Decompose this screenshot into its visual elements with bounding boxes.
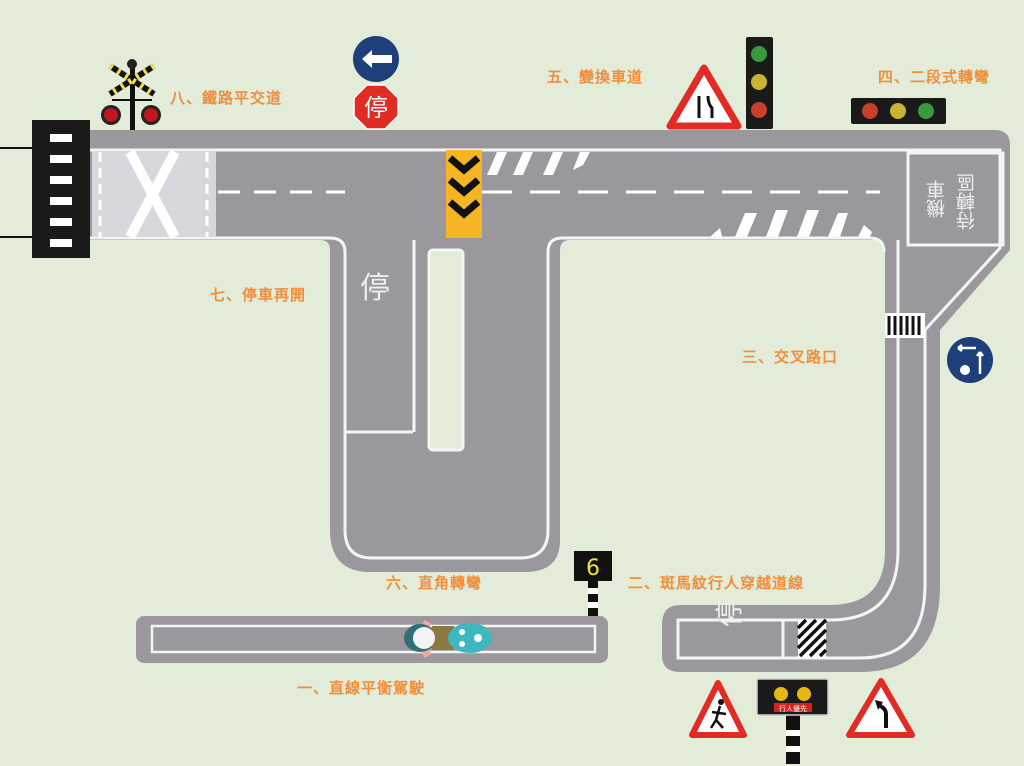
station-label-2: 二、斑馬紋行人穿越道線 [628,574,804,592]
traffic-light-vertical-icon [746,37,773,129]
pedestrian-signal-icon: 行人優先 [756,678,829,764]
two-stage-turn-sign-icon [947,337,993,383]
zebra-crossing-small [885,313,925,338]
stop-road-text: 停 [360,271,390,306]
main-road [90,130,1010,672]
railway-track-icon [0,120,90,258]
stop-road-text-bottom: 停 [713,599,746,627]
station-label-3: 三、交叉路口 [742,348,838,366]
svg-text:行人優先: 行人優先 [779,704,807,713]
motorcycle-icon [404,619,492,658]
lane-narrows-warning-icon [666,64,742,130]
number-6-post-icon: 6 [574,551,612,616]
stop-sign-icon: 停 [353,84,399,130]
station-label-5: 五、變換車道 [547,68,643,86]
station-label-4: 四、二段式轉彎 [878,68,990,86]
chevron-post-icon [446,150,482,238]
hatched-markings [487,152,872,237]
waiting-zone-text-1: 機車 [926,180,948,218]
railway-crossing-signal-icon [101,59,161,130]
pedestrian-warning-icon [689,680,747,738]
center-island [427,248,465,452]
svg-text:6: 6 [586,556,600,581]
station-label-8: 八、鐵路平交道 [169,89,282,107]
station-label-1: 一、直線平衡駕駛 [297,679,425,697]
curve-warning-icon [846,678,915,738]
station-label-6: 六、直角轉彎 [386,574,482,592]
traffic-light-horizontal-icon [851,98,946,124]
balance-lane [136,616,608,663]
keep-left-arrow-sign-icon [353,36,399,82]
station-label-7: 七、停車再開 [210,286,306,304]
motorcycle-waiting-zone [906,151,1005,247]
waiting-zone-text-2: 待轉區 [956,173,978,230]
zebra-crossing [796,618,828,658]
svg-text:停: 停 [364,94,388,122]
